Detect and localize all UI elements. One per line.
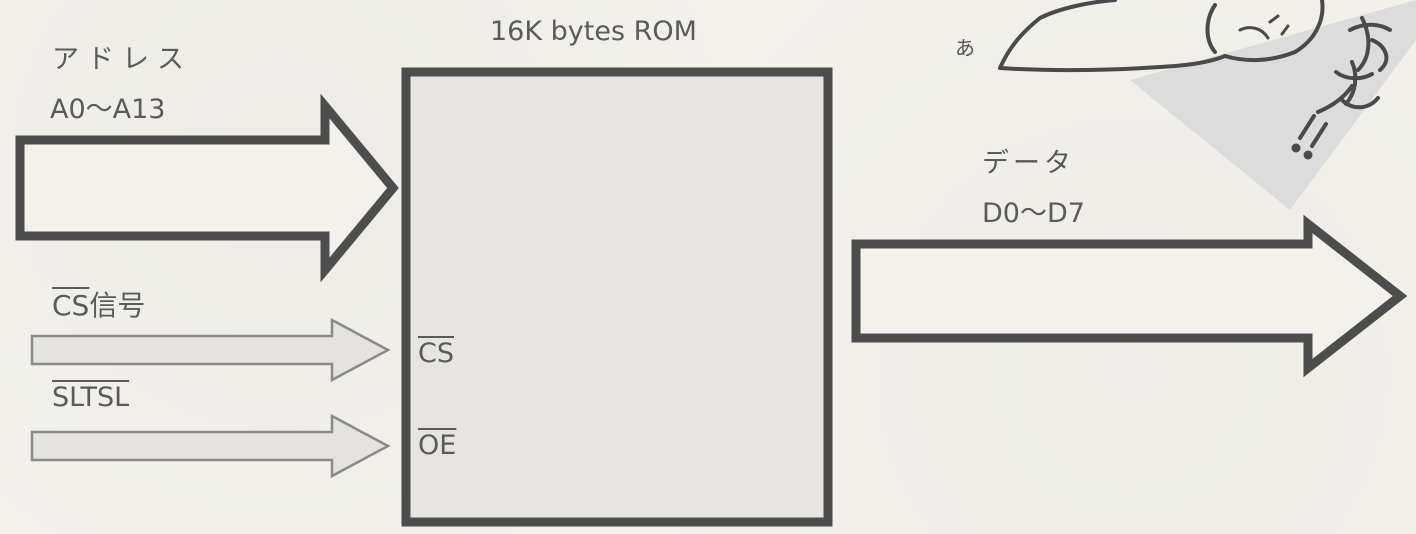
- sltsl-label: SLTSL: [52, 384, 129, 411]
- pin-oe-label: OE: [418, 432, 456, 459]
- pin-oe-name: OE: [418, 430, 456, 461]
- data-range: D0～D7: [982, 200, 1085, 227]
- cartoon-illustration-icon: [1000, 0, 1323, 70]
- sltsl-signal-arrow: [32, 416, 388, 476]
- cs-signal-label: CS信号: [52, 292, 145, 320]
- data-label: データ: [982, 150, 1075, 177]
- address-label: アドレス: [52, 46, 192, 73]
- cs-signal-name: CS: [52, 289, 89, 322]
- pin-cs-name: CS: [418, 338, 454, 369]
- pin-cs-label: CS: [418, 340, 454, 367]
- rom-chip-box: [406, 72, 828, 522]
- rom-title: 16K bytes ROM: [490, 18, 697, 45]
- sltsl-name: SLTSL: [52, 382, 129, 413]
- cs-signal-arrow: [32, 320, 388, 380]
- address-range: A0～A13: [50, 96, 165, 123]
- address-bus-arrow: [20, 106, 393, 270]
- data-bus-arrow: [856, 224, 1400, 368]
- handwritten-small-text: あ: [955, 38, 975, 58]
- cs-signal-suffix: 信号: [89, 289, 145, 322]
